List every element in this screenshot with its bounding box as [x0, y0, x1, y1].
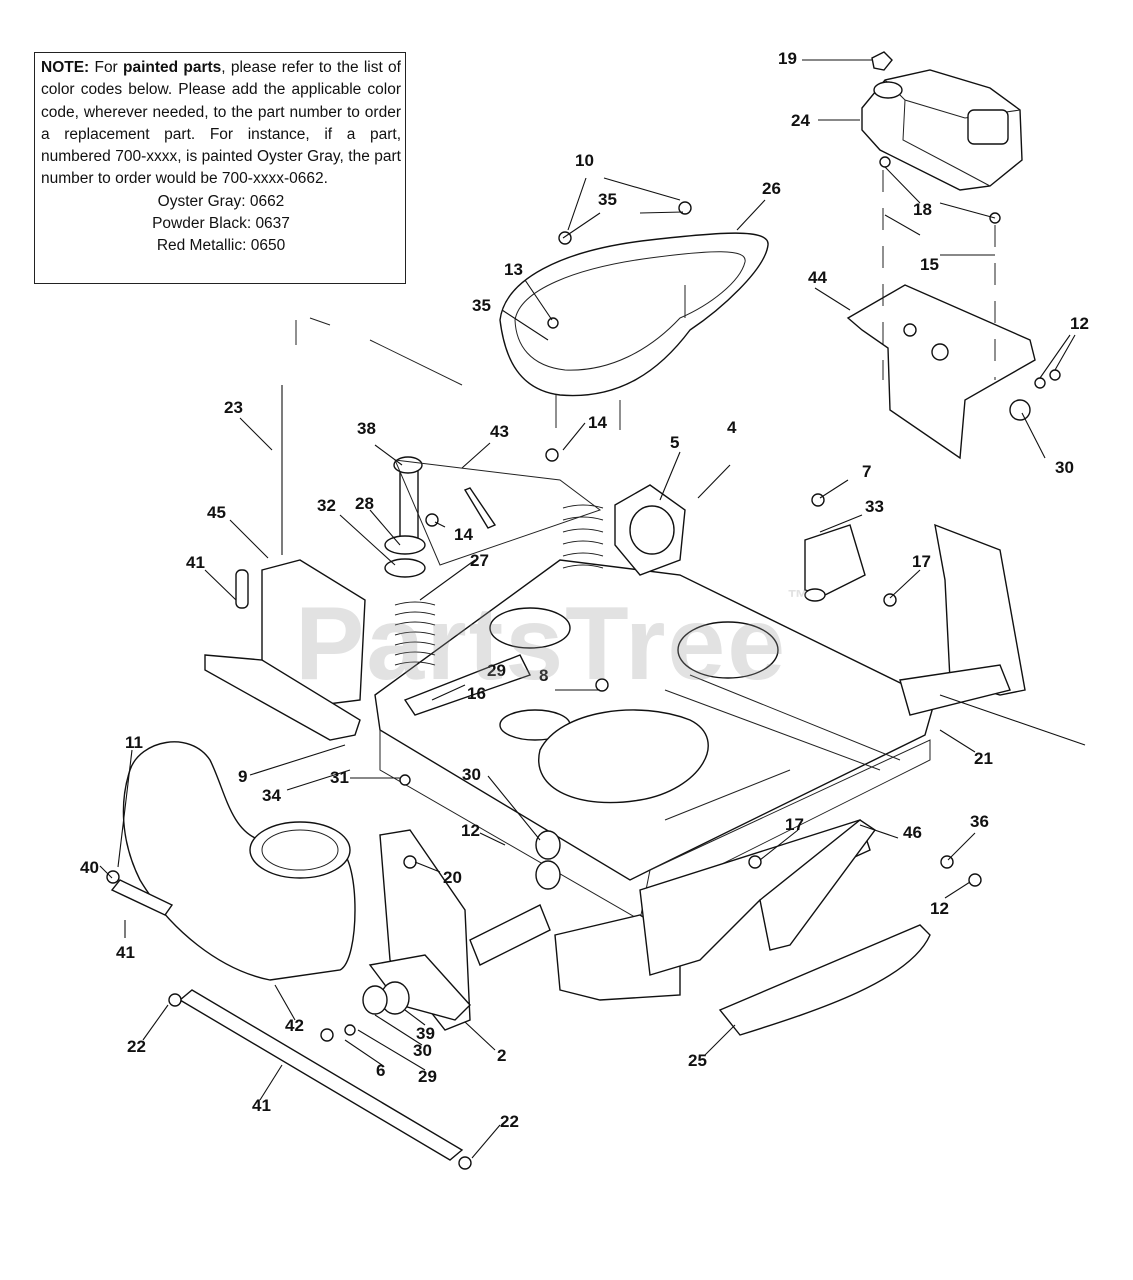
- callout-44: 44: [808, 268, 827, 287]
- callout-14: 14: [588, 413, 607, 432]
- callout-31: 31: [330, 768, 349, 787]
- callout-11: 11: [125, 733, 143, 752]
- callout-13: 13: [504, 260, 523, 279]
- color-code-list: Oyster Gray: 0662 Powder Black: 0637 Red…: [41, 191, 401, 258]
- note-label: NOTE:: [41, 59, 90, 76]
- callout-30c: 30: [413, 1041, 432, 1060]
- callout-22b: 22: [500, 1112, 519, 1131]
- leader-lines: [99, 59, 1076, 1159]
- callout-7: 7: [862, 462, 871, 481]
- bearing-housing-part: [614, 484, 686, 576]
- callout-36: 36: [970, 812, 989, 831]
- lower-mount-part: [368, 829, 471, 1031]
- callout-20: 20: [443, 868, 462, 887]
- painted-parts-note: NOTE: For painted parts, please refer to…: [34, 52, 406, 284]
- callout-34: 34: [262, 786, 281, 805]
- pivot-bracket-part: [804, 524, 866, 602]
- pin-part: [384, 456, 497, 578]
- seat-pan-part: [499, 232, 769, 430]
- plate-part: [394, 459, 602, 566]
- callout-16: 16: [467, 684, 486, 703]
- callout-17b: 17: [785, 815, 804, 834]
- callout-9: 9: [238, 767, 247, 786]
- color-code-powder-black: Powder Black: 0637: [152, 215, 290, 233]
- main-frame-part: [374, 559, 936, 921]
- callout-41: 41: [186, 553, 205, 572]
- callout-29: 29: [487, 661, 506, 680]
- callout-30: 30: [1055, 458, 1074, 477]
- color-code-oyster-gray: Oyster Gray: 0662: [157, 192, 285, 210]
- callout-29b: 29: [418, 1067, 437, 1086]
- hanger-lines: [295, 170, 996, 386]
- callout-39: 39: [416, 1024, 435, 1043]
- callout-22: 22: [127, 1037, 146, 1056]
- callout-32: 32: [317, 496, 336, 515]
- callout-5: 5: [670, 433, 679, 452]
- left-bracket-part: [204, 385, 366, 741]
- callout-30b: 30: [462, 765, 481, 784]
- axle-tube-part: [110, 879, 464, 1161]
- callout-labels: 19 24 10 35 26 18 15 13 35 44 12 30 23 3…: [80, 49, 1089, 1131]
- callout-42: 42: [285, 1016, 304, 1035]
- spring-part: [394, 504, 604, 666]
- callout-41b: 41: [116, 943, 135, 962]
- callout-27: 27: [470, 551, 489, 570]
- callout-24: 24: [791, 111, 810, 130]
- callout-40: 40: [80, 858, 99, 877]
- callout-10: 10: [575, 151, 594, 170]
- color-code-red-metallic: Red Metallic: 0650: [156, 237, 286, 255]
- callout-17: 17: [912, 552, 931, 571]
- fuel-tank-part: [861, 51, 1023, 191]
- callout-8: 8: [539, 666, 548, 685]
- air-duct-part: [122, 741, 356, 981]
- callout-12: 12: [1070, 314, 1089, 333]
- callout-23: 23: [224, 398, 243, 417]
- callout-4: 4: [727, 418, 737, 437]
- callout-2: 2: [497, 1046, 506, 1065]
- callout-26: 26: [762, 179, 781, 198]
- callout-35: 35: [598, 190, 617, 209]
- callout-6: 6: [376, 1061, 385, 1080]
- callout-14b: 14: [454, 525, 473, 544]
- callout-12b: 12: [461, 821, 480, 840]
- callout-35b: 35: [472, 296, 491, 315]
- callout-15: 15: [920, 255, 939, 274]
- side-bracket-part: [899, 523, 1086, 746]
- callout-18: 18: [913, 200, 932, 219]
- note-text: NOTE: For painted parts, please refer to…: [41, 59, 401, 188]
- callout-43: 43: [490, 422, 509, 441]
- note-emphasis: painted parts: [122, 59, 222, 76]
- rear-trough-part: [718, 924, 931, 1036]
- callout-46: 46: [903, 823, 922, 842]
- rear-frame-part: [554, 819, 876, 1001]
- callout-21: 21: [974, 749, 993, 768]
- callout-38: 38: [357, 419, 376, 438]
- callout-19: 19: [778, 49, 797, 68]
- callout-45: 45: [207, 503, 226, 522]
- callout-28: 28: [355, 494, 374, 513]
- callout-33: 33: [865, 497, 884, 516]
- callout-41c: 41: [252, 1096, 271, 1115]
- shaft-part: [362, 830, 561, 1015]
- callout-25: 25: [688, 1051, 707, 1070]
- callout-12c: 12: [930, 899, 949, 918]
- mount-bracket-part: [846, 284, 1036, 460]
